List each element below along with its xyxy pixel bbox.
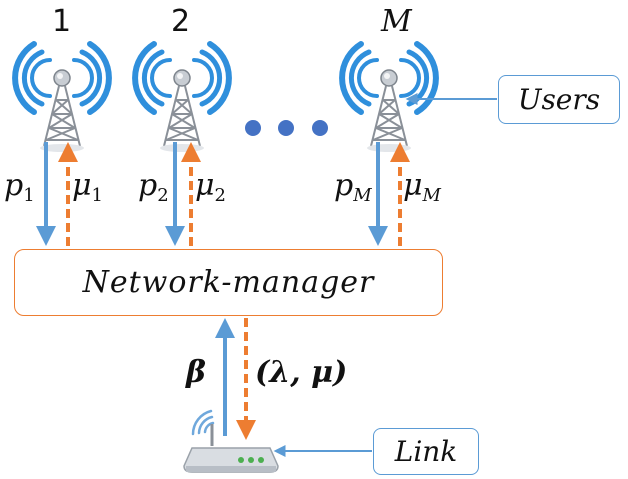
user-2-price-label: μ2	[195, 168, 226, 206]
lambda-mu-label: (λ, μ)	[255, 355, 348, 390]
user-2-tower-icon	[135, 44, 229, 152]
user-1-index: 1	[52, 4, 72, 39]
user-m-index: M	[381, 4, 412, 39]
user-m-price-label: μM	[403, 168, 441, 206]
network-manager-label: Network-manager	[82, 265, 375, 300]
user-1-power-label: p1	[4, 168, 35, 206]
wireless-router-icon	[183, 409, 279, 473]
ellipsis-dot	[278, 120, 294, 136]
user-2-power-label: p2	[138, 168, 169, 206]
user-1-price-label: μ1	[72, 168, 103, 206]
users-callout: Users	[498, 75, 620, 124]
ellipsis-dot	[245, 120, 261, 136]
beta-label: β	[186, 355, 206, 390]
user-2-index: 2	[171, 4, 191, 39]
link-callout: Link	[373, 428, 479, 475]
user-1-tower-icon	[15, 44, 109, 152]
ellipsis-dot	[312, 120, 328, 136]
users-callout-label: Users	[517, 83, 601, 116]
link-callout-label: Link	[394, 435, 458, 468]
user-m-power-label: pM	[334, 168, 372, 206]
network-manager-box: Network-manager	[14, 249, 443, 316]
